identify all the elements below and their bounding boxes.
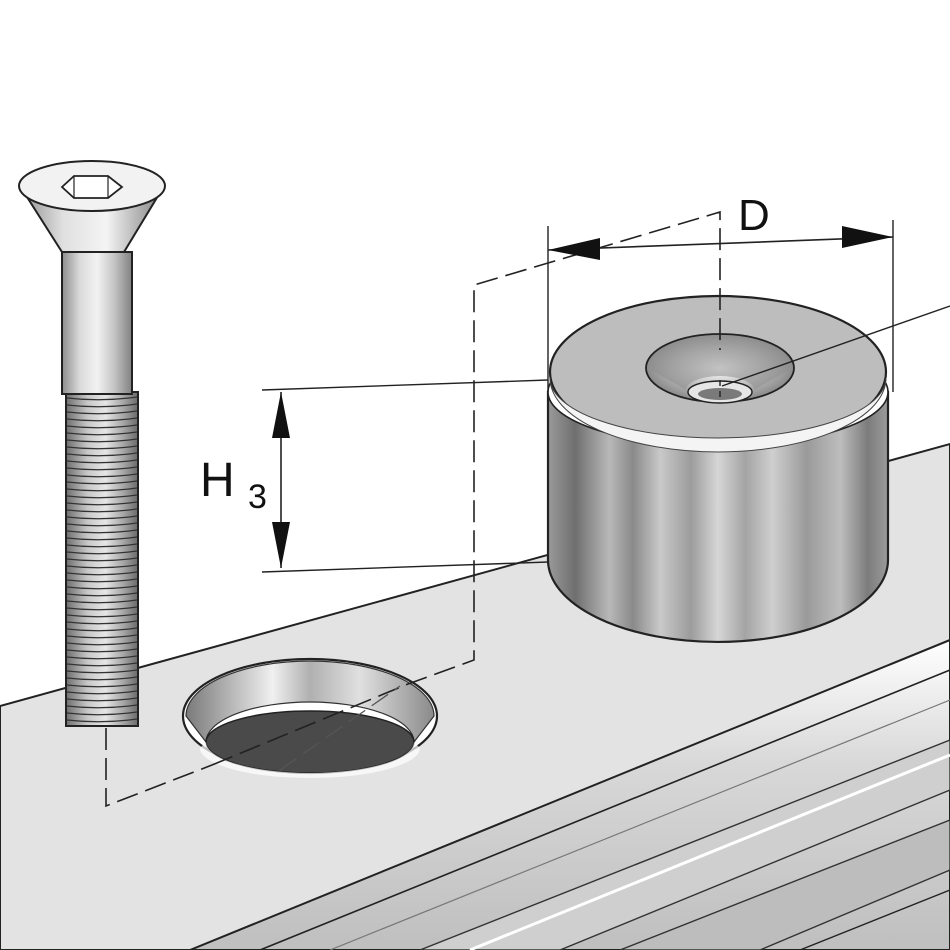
cylinder-cap bbox=[546, 294, 890, 644]
diameter-label: D bbox=[738, 191, 770, 240]
dimension-lines bbox=[105, 210, 950, 808]
countersink-bore bbox=[645, 333, 795, 404]
height-label-subscript: 3 bbox=[248, 478, 267, 516]
height-label: H 3 bbox=[200, 454, 267, 516]
rail-mounting-hole bbox=[181, 657, 439, 778]
rail-side-face bbox=[189, 638, 950, 950]
dimension-labels: D H 3 bbox=[200, 191, 770, 516]
height-label-main: H bbox=[200, 454, 235, 507]
countersunk-screw bbox=[18, 160, 166, 727]
screw-shank bbox=[61, 251, 133, 395]
hex-socket-icon bbox=[60, 175, 124, 199]
dimension-arrowheads bbox=[272, 226, 893, 568]
